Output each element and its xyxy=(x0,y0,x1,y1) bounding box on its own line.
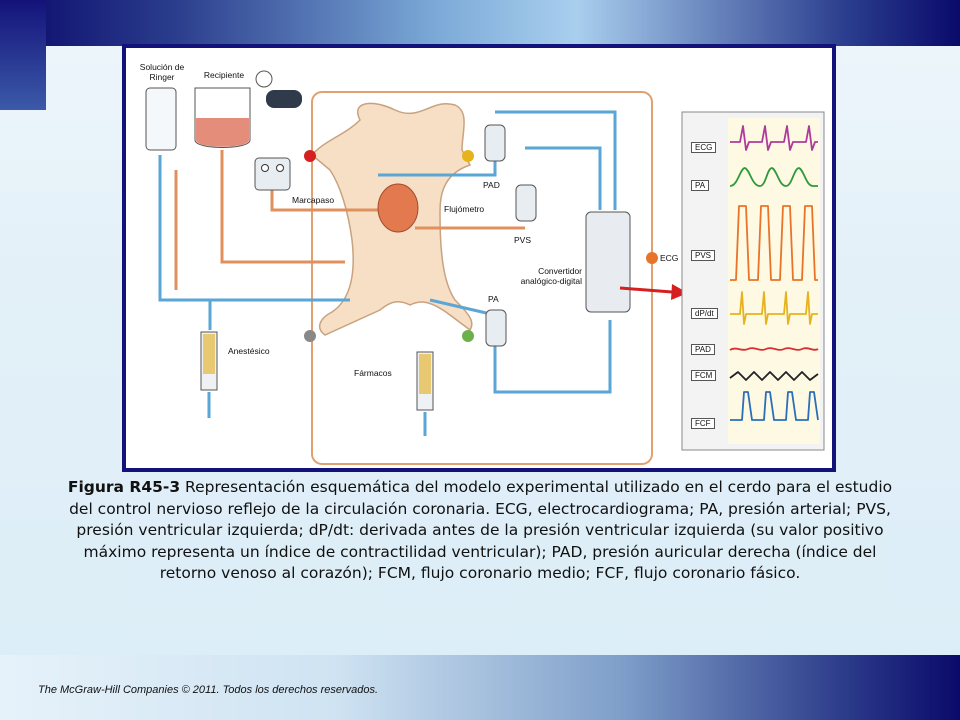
figure-caption: Figura R45-3 Representación esquemática … xyxy=(60,477,900,585)
trace-pad xyxy=(729,347,819,351)
label-pvs: PVS xyxy=(514,235,532,245)
caption-text: Representación esquemática del modelo ex… xyxy=(69,478,893,582)
transducer-pad xyxy=(484,124,506,162)
bottom-decorative-band xyxy=(0,655,960,720)
pacemaker-device xyxy=(254,157,291,191)
trace-ecg xyxy=(730,125,818,151)
trace-label-pvs: PVS xyxy=(691,250,716,261)
trace-pvs xyxy=(730,205,818,281)
label-anestesico: Anestésico xyxy=(228,346,270,356)
clip-right-fore xyxy=(304,150,316,162)
left-decorative-band xyxy=(0,0,46,110)
trace-dpdt xyxy=(730,291,818,325)
trace-fcm xyxy=(729,371,819,381)
label-convertidor: Convertidor analógico-digital xyxy=(520,266,582,286)
label-pad: PAD xyxy=(483,180,500,190)
trace-paper xyxy=(728,118,820,444)
gas-cylinder xyxy=(266,90,302,108)
copyright-footer: The McGraw-Hill Companies © 2011. Todos … xyxy=(38,684,379,696)
heart xyxy=(377,183,419,233)
ecg-connector xyxy=(646,252,658,264)
label-ecg-side: ECG xyxy=(660,253,679,263)
trace-label-dpdt: dP/dt xyxy=(691,308,718,319)
ad-converter xyxy=(585,211,631,313)
label-recipiente: Recipiente xyxy=(203,70,245,80)
label-solucion-ringer: Solución de Ringer xyxy=(139,62,185,82)
clip-right-hind xyxy=(304,330,316,342)
label-farmacos: Fármacos xyxy=(354,368,392,378)
orange-loop-frame xyxy=(311,91,653,465)
transducer-pa xyxy=(485,309,507,347)
top-decorative-band xyxy=(0,0,960,46)
trace-label-ecg: ECG xyxy=(691,142,717,153)
ringer-bottle xyxy=(145,87,177,151)
label-flujometro: Flujómetro xyxy=(444,204,485,214)
trace-label-fcf: FCF xyxy=(691,418,715,429)
clip-left-hind xyxy=(462,330,474,342)
label-marcapaso: Marcapaso xyxy=(292,195,335,205)
label-pa: PA xyxy=(488,294,499,304)
trace-label-pad: PAD xyxy=(691,344,715,355)
caption-title: Figura R45-3 xyxy=(67,478,181,496)
output-arrow xyxy=(619,286,673,294)
trace-fcf xyxy=(730,391,819,421)
trace-pa xyxy=(729,167,818,187)
trace-label-fcm: FCM xyxy=(691,370,717,381)
clip-left-fore xyxy=(462,150,474,162)
pressure-gauge xyxy=(255,70,273,88)
trace-label-pa: PA xyxy=(691,180,710,191)
transducer-pvs xyxy=(515,184,537,222)
